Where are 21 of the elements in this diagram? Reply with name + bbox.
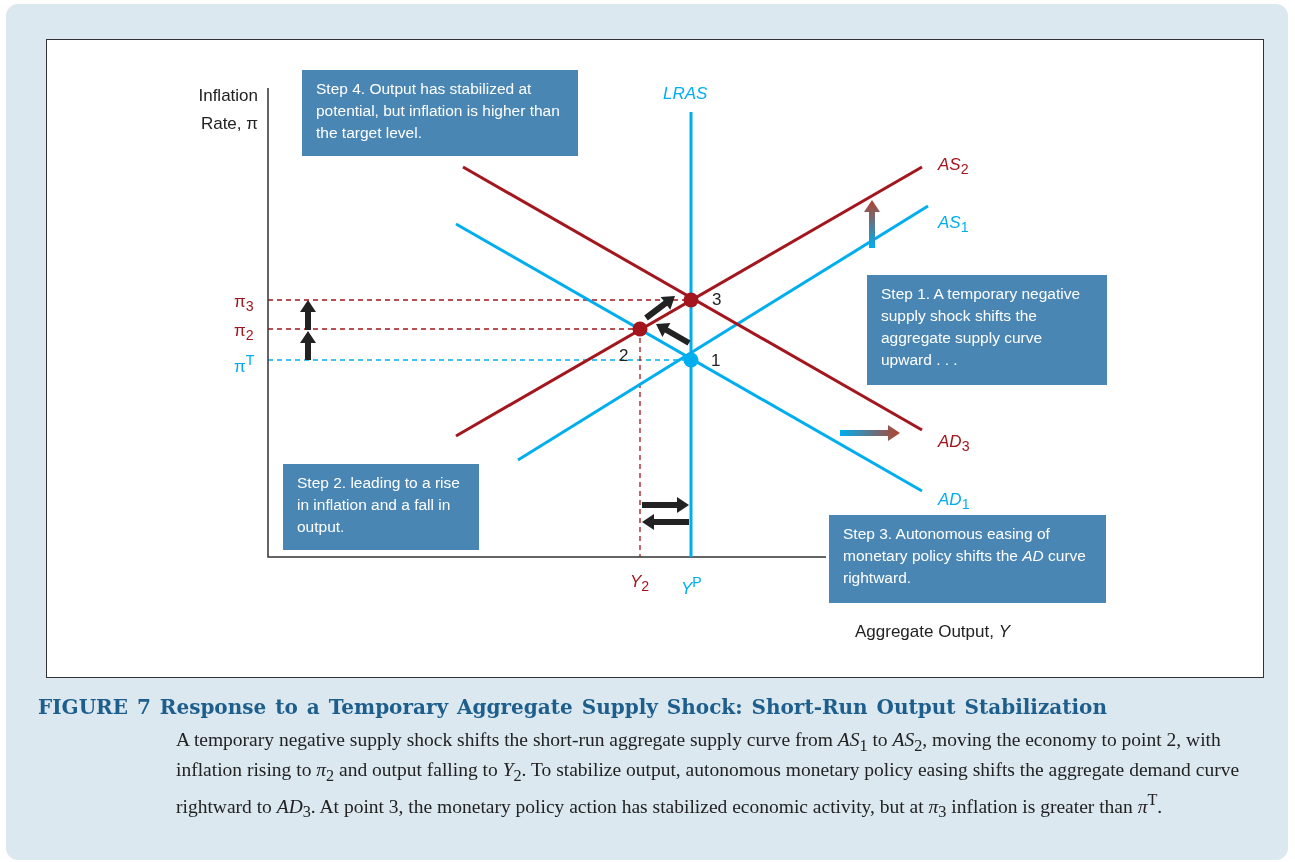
figure-caption: A temporary negative supply shock shifts the short-run aggregate supply curve from AS$_{1}$ to AS$_{2}$, moving the economy to point 2, with inflation rising to π$_{2}$ and output falling to Y$_{2}$. To stabilize output, autonomous monetary policy easing shifts the aggregate demand curve rightward to AD$_{3}$. At point 3, the monetary policy action has stabilized economic activity, but at π$_{3}$ inflation is greater than π$^{T}$. — [176, 728, 1241, 824]
curve-label: AD$_{3}$ — [938, 432, 970, 457]
point-number: 1 — [711, 351, 721, 371]
callout-box: Step 4. Output has stabilized at potential, but inflation is higher than the target level. — [302, 70, 578, 156]
callout-box: Step 3. Autonomous easing of monetary policy shifts the AD curve rightward. — [829, 515, 1106, 603]
callout-box: Step 2. leading to a rise in inflation and a fall in output. — [283, 464, 479, 550]
curve-label: AS$_{2}$ — [938, 155, 969, 180]
curve-label: AS$_{1}$ — [938, 213, 969, 238]
axis-title: Aggregate Output, Y — [855, 622, 1010, 642]
point-number: 3 — [712, 290, 722, 310]
tick-label: π$_{2}$ — [234, 321, 254, 346]
curve-label: LRAS — [663, 84, 708, 104]
tick-label: Y$_{2}$ — [630, 572, 650, 597]
point-number: 2 — [619, 346, 629, 366]
tick-label: π$^{T}$ — [234, 351, 255, 377]
tick-label: π$_{3}$ — [234, 292, 254, 317]
curve-label: AD$_{1}$ — [938, 490, 970, 515]
tick-label: Y$^{P}$ — [681, 573, 702, 599]
callout-box: Step 1. A temporary negative supply shock shifts the aggregate supply curve upward . . . — [867, 275, 1107, 385]
axis-title: Inflation Rate, π — [197, 85, 258, 135]
figure-title: FIGURE 7 Response to a Temporary Aggregate Supply Shock: Short-Run Output Stabilization — [38, 695, 1107, 719]
